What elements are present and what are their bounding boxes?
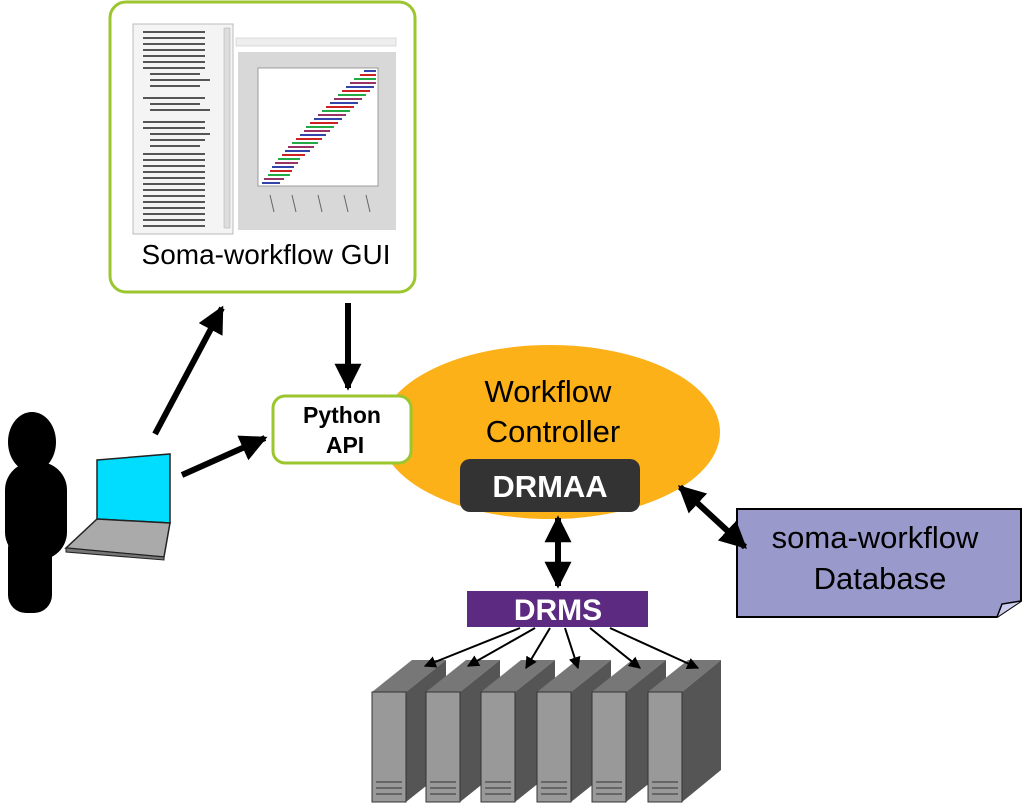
arrow-drms-server-4 — [564, 627, 581, 670]
gui-label: Soma-workflow GUI — [142, 239, 391, 270]
arrow-controller-database — [677, 484, 748, 550]
arrow-drms-server-3 — [525, 627, 551, 670]
arrows — [152, 303, 748, 670]
database-note: soma-workflow Database — [736, 508, 1022, 618]
server-icon — [647, 660, 721, 803]
drmaa-box — [460, 459, 640, 512]
user-icon — [5, 412, 67, 613]
drms-bar: DRMS — [467, 591, 648, 627]
workflow-controller: Workflow Controller DRMAA — [380, 345, 720, 519]
api-label-line2: API — [326, 432, 364, 458]
api-label-line1: Python — [303, 402, 381, 428]
server-icon — [591, 660, 666, 803]
arrow-laptop-to-api — [180, 435, 268, 478]
arrow-laptop-to-gui — [152, 305, 225, 436]
controller-label-line2: Controller — [486, 414, 620, 449]
compute-servers — [371, 660, 721, 803]
arrow-drms-server-2 — [466, 627, 536, 667]
laptop-icon — [64, 453, 171, 561]
python-api-box: Python API — [271, 394, 413, 465]
controller-label-line1: Workflow — [485, 374, 613, 409]
gui-screenshot — [132, 23, 397, 235]
arrow-drms-server-6 — [609, 627, 700, 669]
gui-panel: Soma-workflow GUI — [108, 0, 417, 294]
arrow-drms-server-1 — [423, 627, 521, 668]
database-label-line2: Database — [814, 561, 947, 596]
arrow-drms-server-5 — [589, 627, 641, 669]
drmaa-label: DRMAA — [492, 469, 607, 504]
drms-label: DRMS — [514, 594, 602, 627]
database-label-line1: soma-workflow — [772, 520, 979, 555]
